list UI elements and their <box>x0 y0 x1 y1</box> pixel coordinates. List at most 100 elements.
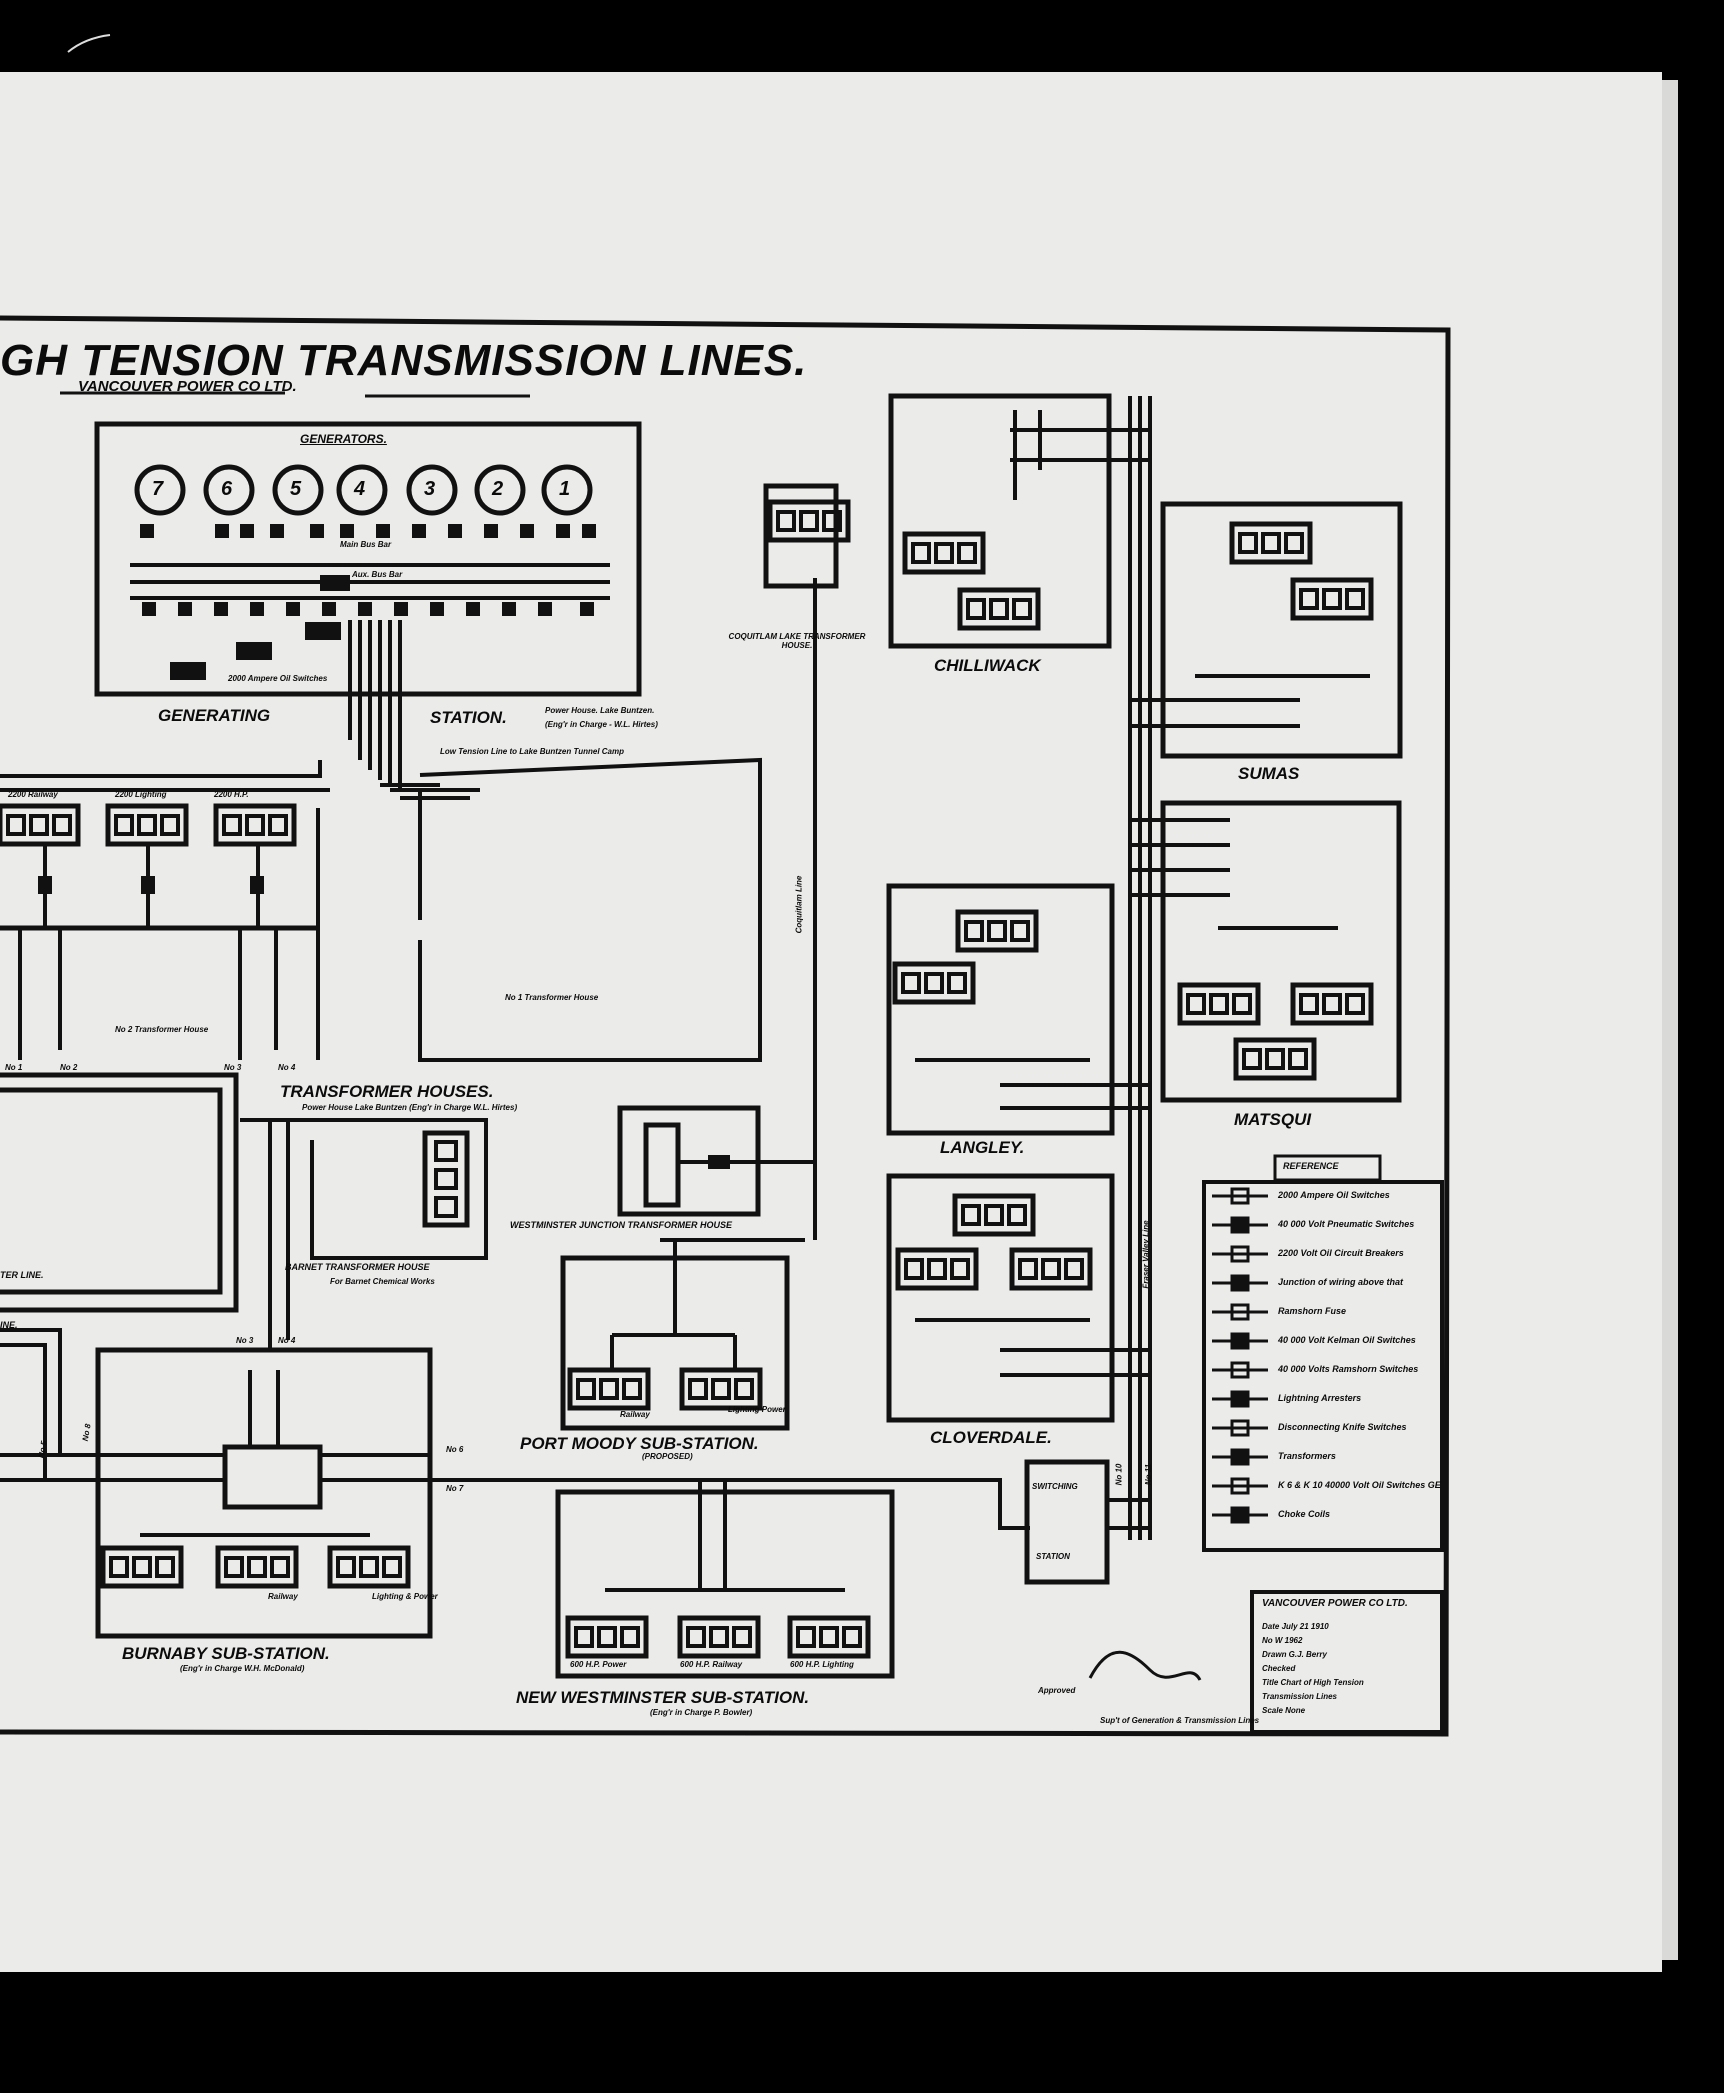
chilliwack-station <box>888 393 1150 649</box>
reference-item-label: Lightning Arresters <box>1278 1393 1362 1403</box>
generators-label: GENERATORS. <box>300 432 387 446</box>
station-label: STATION. <box>430 708 507 727</box>
fraser-line-label: Fraser Valley Line <box>1141 1220 1151 1289</box>
reference-item-label: 40 000 Volts Ramshorn Switches <box>1278 1364 1419 1374</box>
choke-coil-icon <box>1212 1506 1268 1524</box>
new-westminster-note: (Eng'r in Charge P. Bowler) <box>650 1708 753 1717</box>
burnaby-label: BURNABY SUB-STATION. <box>122 1644 330 1663</box>
generator-number: 1 <box>559 478 571 500</box>
new-westminster-label: NEW WESTMINSTER SUB-STATION. <box>516 1688 810 1707</box>
reference-item-label: 2000 Ampere Oil Switches <box>1278 1190 1390 1200</box>
reference-item-label: Choke Coils <box>1278 1509 1331 1519</box>
matsqui-station <box>1130 800 1402 1103</box>
port-moody-proposed: (PROPOSED) <box>642 1452 693 1461</box>
fuse-icon <box>1212 1303 1268 1321</box>
reference-item-label: Ramshorn Fuse <box>1278 1306 1347 1316</box>
transformer-houses-label: TRANSFORMER HOUSES. <box>280 1082 494 1101</box>
generator-number: 6 <box>221 478 233 500</box>
aux-bus-label: Aux. Bus Bar <box>352 570 403 579</box>
coquitlam-label: COQUITLAM LAKE TRANSFORMER HOUSE. <box>728 632 866 650</box>
burnaby-line-no-4: No 4 <box>278 1336 296 1345</box>
generator-number: 4 <box>354 478 366 500</box>
reference-item-label: Transformers <box>1278 1451 1336 1461</box>
new-westminster-substation <box>555 1480 895 1679</box>
burnaby-line-no-3: No 3 <box>236 1336 254 1345</box>
reference-box <box>1202 1154 1444 1552</box>
title-block <box>1088 1590 1444 1734</box>
no1-transformer-house: No 1 Transformer House <box>505 993 599 1002</box>
house-no-2: No 2 <box>60 1063 78 1072</box>
title-block-row: Date July 21 1910 <box>1262 1622 1329 1631</box>
engineer-note: (Eng'r in Charge - W.L. Hirtes) <box>545 720 658 729</box>
burnaby-substation <box>0 1328 1030 1639</box>
sheet-edge <box>1662 80 1678 1960</box>
reference-item-label: Disconnecting Knife Switches <box>1278 1422 1407 1432</box>
reference-item-label: 2200 Volt Oil Circuit Breakers <box>1278 1248 1404 1258</box>
cloverdale-label: CLOVERDALE. <box>930 1428 1052 1447</box>
disconnecting-switch-icon <box>1212 1419 1268 1437</box>
burnaby-bank-railway: Railway <box>268 1592 298 1601</box>
reference-item-label: Junction of wiring above that <box>1278 1277 1404 1287</box>
switching-station <box>1024 396 1152 1585</box>
title-block-row: Checked <box>1262 1664 1296 1673</box>
reference-item-label: K 6 & K 10 40000 Volt Oil Switches GE <box>1278 1480 1441 1490</box>
barnet-transformer-house <box>240 1118 488 1350</box>
approved-title: Sup't of Generation & Transmission Lines <box>1100 1716 1260 1725</box>
transformer-icon <box>1212 1448 1268 1466</box>
sumas-label: SUMAS <box>1238 764 1300 783</box>
title-block-row: Drawn G.J. Berry <box>1262 1650 1327 1659</box>
new-westminster-bank-2: 600 H.P. Railway <box>680 1660 743 1669</box>
circuit-breaker-icon <box>1212 1245 1268 1263</box>
generator-number: 5 <box>290 478 302 500</box>
kelman-switch-icon <box>1212 1332 1268 1350</box>
port-moody-substation <box>560 1240 790 1431</box>
bank-rating-1: 2200 Railway <box>8 790 58 799</box>
power-house-note: Power House. Lake Buntzen. <box>545 706 655 715</box>
title-block-row: Scale None <box>1262 1706 1306 1715</box>
oil-switch-note: 2000 Ampere Oil Switches <box>228 674 328 683</box>
transformer-houses-note: Power House Lake Buntzen (Eng'r in Charg… <box>302 1103 518 1112</box>
coquitlam-line-label: Coquitlam Line <box>794 875 804 934</box>
burnaby-line-no-7: No 7 <box>446 1484 464 1493</box>
bank-rating-3: 2200 H.P. <box>214 790 249 799</box>
tunnel-note: Low Tension Line to Lake Buntzen Tunnel … <box>440 747 625 756</box>
coquitlam-transformer-house <box>660 483 848 1242</box>
generator-number: 7 <box>152 478 164 500</box>
bank-rating-2: 2200 Lighting <box>115 790 167 799</box>
new-westminster-bank-1: 600 H.P. Power <box>570 1660 627 1669</box>
chilliwack-label: CHILLIWACK <box>934 656 1041 675</box>
pneumatic-switch-icon <box>1212 1216 1268 1234</box>
langley-station <box>886 883 1150 1136</box>
left-line-label-1: TER LINE. <box>0 1270 44 1280</box>
westminster-junction <box>617 1105 815 1217</box>
generator-number: 2 <box>492 478 504 500</box>
barnet-label: BARNET TRANSFORMER HOUSE <box>285 1262 430 1272</box>
title-block-row: Title Chart of High Tension <box>1262 1678 1364 1687</box>
no2-transformer-house: No 2 Transformer House <box>115 1025 209 1034</box>
reference-item-label: 40 000 Volt Kelman Oil Switches <box>1278 1335 1416 1345</box>
burnaby-bank-lighting: Lighting & Power <box>372 1592 438 1601</box>
house-no-1: No 1 <box>5 1063 23 1072</box>
reference-item-label: 40 000 Volt Pneumatic Switches <box>1278 1219 1415 1229</box>
transformer-houses <box>0 757 762 1313</box>
burnaby-line-no-6: No 6 <box>446 1445 464 1454</box>
switching-station-label: STATION <box>1036 1552 1070 1561</box>
port-moody-bank-1: Railway <box>620 1410 650 1419</box>
generator-number: 3 <box>424 478 436 500</box>
westminster-junction-label: WESTMINSTER JUNCTION TRANSFORMER HOUSE <box>510 1220 733 1230</box>
house-no-3: No 3 <box>224 1063 242 1072</box>
reference-title: REFERENCE <box>1283 1161 1339 1171</box>
title-block-company: VANCOUVER POWER CO LTD. <box>1262 1598 1408 1609</box>
approved-label: Approved <box>1038 1686 1076 1695</box>
cloverdale-station <box>886 1173 1150 1423</box>
main-bus-label: Main Bus Bar <box>340 540 392 549</box>
left-line-label-2: INE. <box>0 1320 18 1330</box>
fraser-line-no-10: No 10 <box>1114 1463 1124 1486</box>
reference-icons <box>1212 1187 1268 1524</box>
ramshorn-switch-icon <box>1212 1361 1268 1379</box>
sumas-station <box>1130 501 1403 759</box>
new-westminster-bank-3: 600 H.P. Lighting <box>790 1660 854 1669</box>
title-block-row: No W 1962 <box>1262 1636 1303 1645</box>
diagram-title: GH TENSION TRANSMISSION LINES. <box>0 336 808 385</box>
